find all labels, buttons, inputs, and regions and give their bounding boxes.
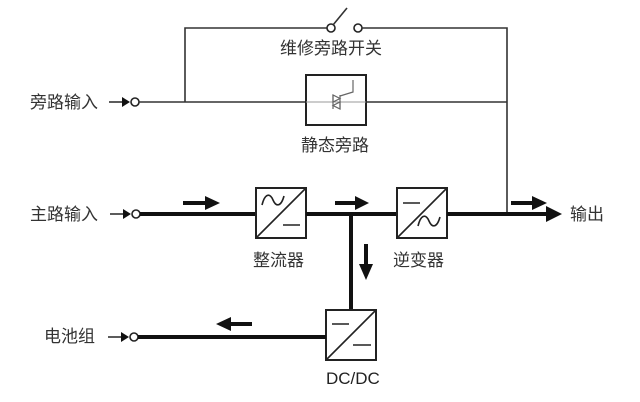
ac-wave-icon [261, 194, 285, 206]
flow-arrow-down [359, 244, 373, 280]
flow-arrow-left-battery [216, 317, 252, 331]
label-battery: 电池组 [44, 327, 95, 347]
thyristor-icon [331, 80, 354, 110]
label-output: 输出 [570, 205, 604, 225]
flow-arrow-right-dcbus [335, 196, 369, 210]
battery-terminal [108, 332, 139, 342]
label-rectifier: 整流器 [253, 251, 304, 271]
label-dcdc: DC/DC [326, 369, 380, 388]
maintenance-bypass-line-right [362, 27, 508, 212]
maintenance-bypass-line-left [184, 27, 330, 102]
label-bypass-input: 旁路输入 [30, 93, 98, 113]
flow-arrow-right-main [183, 196, 220, 210]
inverter-box [396, 187, 448, 239]
bypass-input-terminal [109, 97, 140, 107]
label-static-bypass: 静态旁路 [301, 136, 369, 156]
output-arrowhead [546, 206, 562, 222]
rectifier-box [255, 187, 307, 239]
flow-arrow-right-output [511, 196, 547, 210]
ac-wave-icon [417, 215, 441, 227]
maintenance-bypass-switch [326, 7, 363, 33]
label-maintenance-switch: 维修旁路开关 [280, 39, 382, 59]
label-inverter: 逆变器 [393, 251, 444, 271]
main-input-terminal [110, 209, 141, 219]
dcdc-box [325, 309, 377, 361]
static-bypass-box [305, 74, 367, 126]
label-main-input: 主路输入 [30, 205, 98, 225]
